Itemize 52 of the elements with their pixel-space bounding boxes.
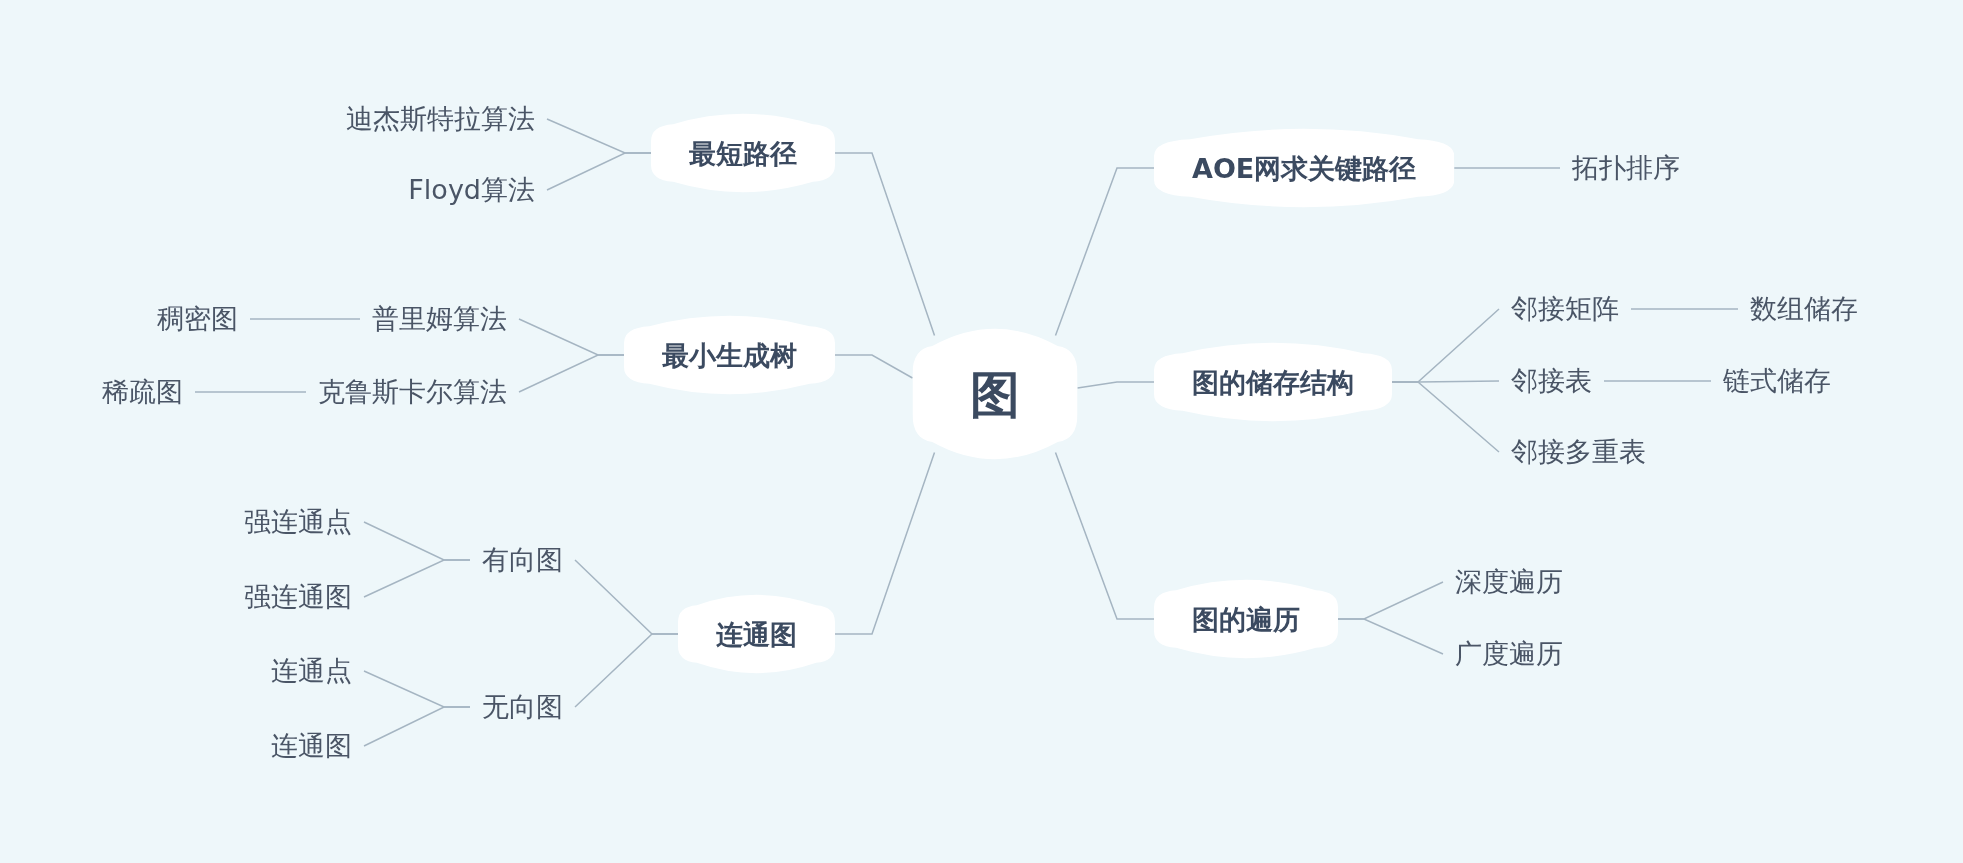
subtopic-label: 连通点 (259, 650, 364, 692)
connector-line (834, 451, 936, 635)
subtopic-label: 邻接表 (1499, 360, 1604, 402)
subtopic-label: Floyd算法 (396, 169, 547, 211)
subtopic-label: 深度遍历 (1443, 561, 1575, 603)
subtopic-label: 链式储存 (1711, 360, 1843, 402)
subtopic-label: 无向图 (470, 686, 575, 728)
main-topic-label: 图的遍历 (1192, 605, 1300, 633)
central-topic-bubble (912, 327, 1078, 461)
connector-line (1603, 380, 1712, 382)
subtopic-label: 数组储存 (1738, 288, 1870, 330)
main-topic-bubble (624, 315, 835, 395)
subtopic-label: 广度遍历 (1443, 633, 1575, 675)
subtopic-label: 强连通点 (232, 501, 364, 543)
connector-line (1391, 381, 1500, 453)
subtopic-label: 邻接矩阵 (1499, 288, 1631, 330)
subtopic-label: 有向图 (470, 539, 575, 581)
main-topic-bubble (1154, 342, 1392, 422)
main-topic-bubble (1154, 128, 1455, 208)
connector-line (1076, 381, 1155, 389)
subtopic-label: 稀疏图 (90, 371, 195, 413)
connector-line (518, 354, 625, 393)
subtopic-label: 普里姆算法 (360, 298, 519, 340)
main-topic-bubble (678, 594, 835, 674)
central-topic-label: 图 (970, 369, 1020, 419)
main-topic-bubble (1154, 579, 1338, 659)
connector-line (834, 354, 914, 379)
subtopic-label: 连通图 (259, 725, 364, 767)
main-topic-bubble (651, 113, 835, 193)
main-topic-label: AOE网求关键路径 (1192, 154, 1417, 182)
connector-line (194, 391, 307, 393)
connector-line (1054, 167, 1155, 337)
subtopic-label: 迪杰斯特拉算法 (334, 98, 547, 140)
connector-line (1337, 618, 1444, 655)
subtopic-label: 邻接多重表 (1499, 431, 1658, 473)
main-topic-label: 最短路径 (689, 139, 797, 167)
connector-line (363, 706, 471, 747)
connector-line (1630, 308, 1739, 310)
connector-line (249, 318, 361, 320)
connector-line (1054, 451, 1155, 620)
main-topic-label: 最小生成树 (662, 341, 797, 369)
connector-line (546, 152, 652, 191)
main-topic-label: 图的储存结构 (1192, 368, 1354, 396)
subtopic-label: 强连通图 (232, 576, 364, 618)
subtopic-label: 克鲁斯卡尔算法 (306, 371, 519, 413)
subtopic-label: 稠密图 (145, 298, 250, 340)
subtopic-label: 拓扑排序 (1560, 147, 1692, 189)
connector-line (363, 559, 471, 598)
connector-line (1453, 167, 1561, 169)
connector-line (834, 152, 936, 337)
connector-line (574, 633, 679, 708)
main-topic-label: 连通图 (716, 620, 797, 648)
